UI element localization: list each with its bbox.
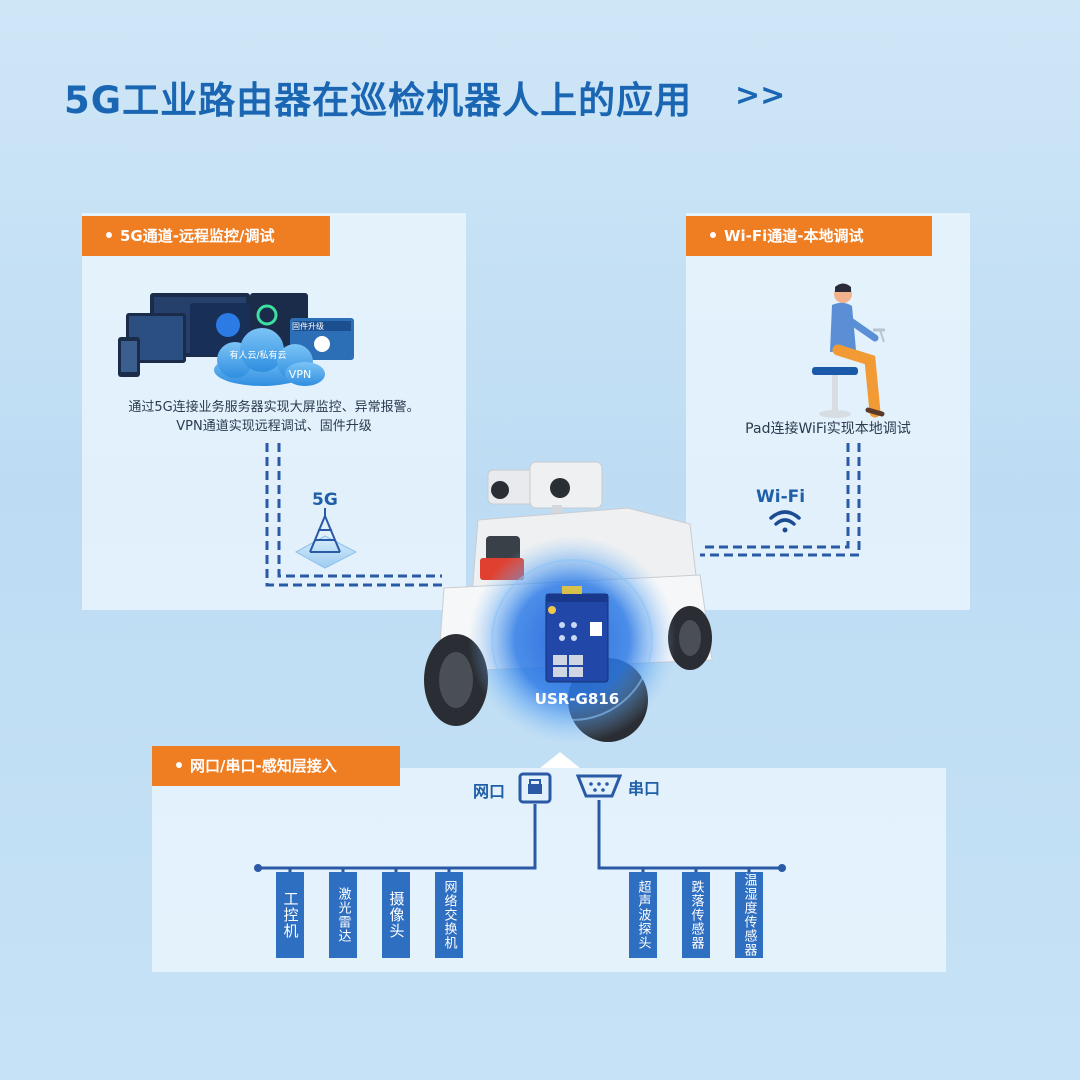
- device-temp-humidity-sensor: 温湿度传感器: [735, 872, 763, 958]
- serial-port-icon: [575, 774, 623, 798]
- panel-5g: [82, 213, 466, 610]
- tab-5g-label: 5G通道-远程监控/调试: [120, 227, 275, 245]
- device-network-switch: 网络交换机: [435, 872, 463, 958]
- device-camera: 摄像头: [382, 872, 410, 958]
- title-arrow: >>: [735, 78, 786, 113]
- wifi-description: Pad连接WiFi实现本地调试: [745, 421, 911, 437]
- router-model-label: USR-G816: [534, 690, 620, 708]
- monitor-screens-icon: [118, 293, 354, 377]
- tab-5g-channel: 5G通道-远程监控/调试: [82, 216, 330, 256]
- ethernet-bus: [258, 804, 537, 878]
- 5g-desc-line-1: 通过5G连接业务服务器实现大屏监控、异常报警。: [128, 400, 420, 415]
- device-industrial-pc: 工控机: [276, 872, 304, 958]
- bullet-dot: [106, 231, 112, 238]
- page-title: 5G工业路由器在巡检机器人上的应用: [64, 79, 693, 122]
- person-with-pad-icon: [812, 283, 885, 418]
- tab-sense-label: 网口/串口-感知层接入: [190, 757, 337, 775]
- 5g-signal-label: 5G: [312, 490, 338, 510]
- tab-sense-layer: 网口/串口-感知层接入: [152, 746, 400, 786]
- ethernet-port-label: 网口: [473, 782, 506, 801]
- 5g-tower-icon: [294, 508, 358, 569]
- device-ultrasonic-probe: 超声波探头: [629, 872, 657, 958]
- router-device-image: [545, 586, 609, 683]
- wifi-icon: [769, 510, 801, 533]
- wifi-dashed-connector: [700, 443, 861, 557]
- cloud-icon: [214, 328, 325, 386]
- tab-wifi-label: Wi-Fi通道-本地调试: [724, 227, 864, 245]
- 5g-desc-line-2: VPN通道实现远程调试、固件升级: [176, 419, 372, 434]
- tab-wifi-channel: Wi-Fi通道-本地调试: [686, 216, 932, 256]
- ethernet-port-icon: [518, 772, 552, 804]
- bus-end-dot: [778, 864, 786, 872]
- 5g-dashed-connector: [265, 443, 442, 587]
- serial-port-label: 串口: [628, 779, 661, 798]
- device-fall-sensor: 跌落传感器: [682, 872, 710, 958]
- cloud-label: 有人云/私有云: [229, 349, 286, 361]
- serial-bus: [597, 800, 782, 878]
- firmware-screen-text: 固件升级: [292, 321, 324, 331]
- device-lidar: 激光雷达: [329, 872, 357, 958]
- vpn-label: VPN: [289, 368, 311, 381]
- bus-end-dot: [254, 864, 262, 872]
- bullet-dot: [176, 761, 182, 768]
- bullet-dot: [710, 231, 716, 238]
- 5g-description: 通过5G连接业务服务器实现大屏监控、异常报警。 VPN通道实现远程调试、固件升级: [82, 398, 466, 436]
- pointer-arrow: [540, 752, 580, 768]
- wifi-signal-label: Wi-Fi: [756, 487, 806, 507]
